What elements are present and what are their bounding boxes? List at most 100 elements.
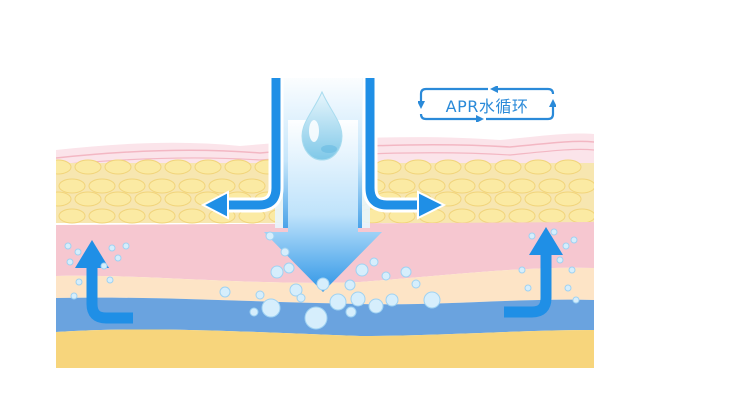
- fat-cell: [194, 159, 222, 175]
- water-bubble: [368, 298, 384, 314]
- water-bubble: [345, 306, 357, 318]
- fat-cell: [164, 191, 192, 207]
- fat-cell: [56, 191, 72, 207]
- fat-cell: [178, 178, 206, 194]
- water-bubble: [219, 286, 231, 298]
- fat-cell: [208, 178, 236, 194]
- water-bubble: [562, 242, 570, 250]
- arrow-right-icon: [362, 78, 447, 220]
- water-bubble: [122, 242, 130, 250]
- water-bubble: [70, 292, 78, 300]
- fat-cell: [118, 208, 146, 224]
- fat-cell: [88, 178, 116, 194]
- fat-cell: [58, 178, 86, 194]
- water-bubble: [296, 293, 306, 303]
- water-bubble: [400, 266, 412, 278]
- fat-cell: [74, 159, 102, 175]
- water-bubble: [265, 231, 275, 241]
- water-bubble: [106, 276, 114, 284]
- fat-cell: [434, 159, 462, 175]
- water-bubble: [350, 291, 366, 307]
- fat-cell: [448, 178, 476, 194]
- fat-cell: [568, 208, 594, 224]
- fat-cell: [434, 191, 462, 207]
- arrow-down-icon: [264, 120, 382, 292]
- water-bubble: [280, 247, 290, 257]
- fat-cell: [164, 159, 192, 175]
- fat-cell: [74, 191, 102, 207]
- water-bubble: [316, 277, 330, 291]
- fat-cell: [478, 178, 506, 194]
- water-bubble: [261, 298, 281, 318]
- fat-cell: [554, 191, 582, 207]
- fat-cell: [178, 208, 206, 224]
- bottom-yellow-layer: [56, 329, 594, 368]
- fat-cell: [494, 159, 522, 175]
- water-bubble: [283, 262, 295, 274]
- fat-cell: [524, 191, 552, 207]
- water-bubble: [100, 262, 108, 270]
- arrow-left-icon: [200, 78, 284, 220]
- water-bubble: [108, 244, 116, 252]
- fat-cell: [238, 178, 266, 194]
- water-bubble: [423, 291, 441, 309]
- fat-cell: [104, 191, 132, 207]
- fat-cell: [134, 159, 162, 175]
- water-bubble: [114, 254, 122, 262]
- fat-cell: [524, 159, 552, 175]
- arrow-up-icon: [75, 240, 133, 324]
- fat-cell: [374, 159, 402, 175]
- apr-cycle-text: APR水循环: [445, 97, 529, 116]
- water-bubble: [74, 248, 82, 256]
- water-bubble: [66, 258, 74, 266]
- water-bubble: [518, 266, 526, 274]
- water-bubble: [381, 271, 391, 281]
- fat-cell: [56, 159, 72, 175]
- water-bubble: [344, 279, 356, 291]
- apr-cycle-label: APR水循环: [418, 86, 556, 122]
- fat-cell: [388, 178, 416, 194]
- water-bubble: [270, 265, 284, 279]
- water-bubble: [528, 232, 536, 240]
- cycle-arrows-icon: [418, 86, 556, 122]
- fat-cell: [508, 208, 536, 224]
- water-bubble: [255, 290, 265, 300]
- fat-cell: [404, 159, 432, 175]
- fat-cell: [88, 208, 116, 224]
- water-bubble: [572, 296, 580, 304]
- water-bubble: [329, 293, 347, 311]
- water-bubble: [75, 278, 83, 286]
- fat-cell: [464, 191, 492, 207]
- fat-cell: [58, 208, 86, 224]
- water-bubble: [289, 283, 303, 297]
- fat-cell: [448, 208, 476, 224]
- water-bubble: [550, 228, 558, 236]
- water-bubble: [64, 242, 72, 250]
- water-bubble: [564, 284, 572, 292]
- water-bubble: [570, 236, 578, 244]
- fat-cell: [554, 159, 582, 175]
- fat-cell: [478, 208, 506, 224]
- water-bubble: [556, 256, 564, 264]
- fat-cell: [568, 178, 594, 194]
- water-bubble: [385, 293, 399, 307]
- fat-cell: [464, 159, 492, 175]
- water-bubble: [568, 266, 576, 274]
- fat-cell: [508, 178, 536, 194]
- water-bubbles: [64, 228, 580, 330]
- fat-cell: [118, 178, 146, 194]
- arrow-up-icon-right: [504, 227, 563, 318]
- fat-cell: [104, 159, 132, 175]
- fat-cell: [148, 178, 176, 194]
- water-drop-icon: [301, 90, 343, 161]
- fat-cell: [418, 178, 446, 194]
- fat-cell: [148, 208, 176, 224]
- fat-cell: [134, 191, 162, 207]
- fat-cell: [224, 159, 252, 175]
- water-bubble: [524, 284, 532, 292]
- water-bubble: [355, 263, 369, 277]
- water-bubble: [249, 307, 259, 317]
- fat-cell: [538, 208, 566, 224]
- water-bubble: [369, 257, 379, 267]
